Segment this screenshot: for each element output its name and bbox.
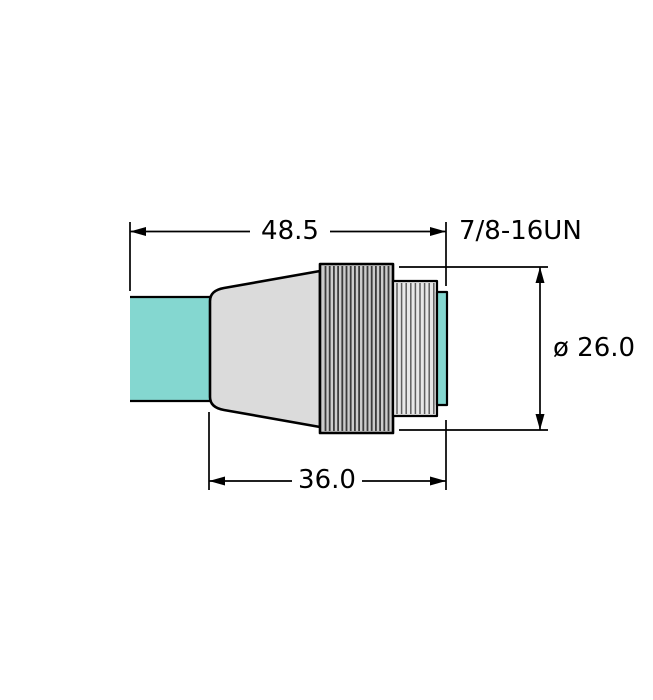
knurled-ring <box>318 262 395 435</box>
grip-body <box>208 269 322 429</box>
dimension-overall-length: 48.5 <box>129 216 447 291</box>
knurl-body <box>318 262 395 435</box>
arrowhead-bottom-icon <box>535 414 545 430</box>
arrowhead-left-icon <box>130 227 146 236</box>
arrowhead-right-icon <box>430 227 446 236</box>
arrowhead-top-icon <box>535 267 545 283</box>
thread-size-label: 7/8-16UN <box>459 216 582 246</box>
dimension-diameter: ø 26.0 <box>399 266 635 431</box>
diameter-label: ø 26.0 <box>553 333 635 363</box>
cable <box>130 295 211 403</box>
cable-body <box>130 297 211 401</box>
thread-section <box>391 279 439 418</box>
thread-ribs <box>396 283 435 414</box>
connector-face <box>435 290 449 407</box>
cable-outline <box>130 295 211 403</box>
arrowhead-right-icon <box>430 476 446 486</box>
knurl-ribs <box>324 266 390 431</box>
arrowhead-left-icon <box>209 476 225 486</box>
overall-length-label: 48.5 <box>261 216 319 246</box>
dimension-body-length: 36.0 <box>208 412 447 495</box>
body-length-label: 36.0 <box>298 465 356 495</box>
